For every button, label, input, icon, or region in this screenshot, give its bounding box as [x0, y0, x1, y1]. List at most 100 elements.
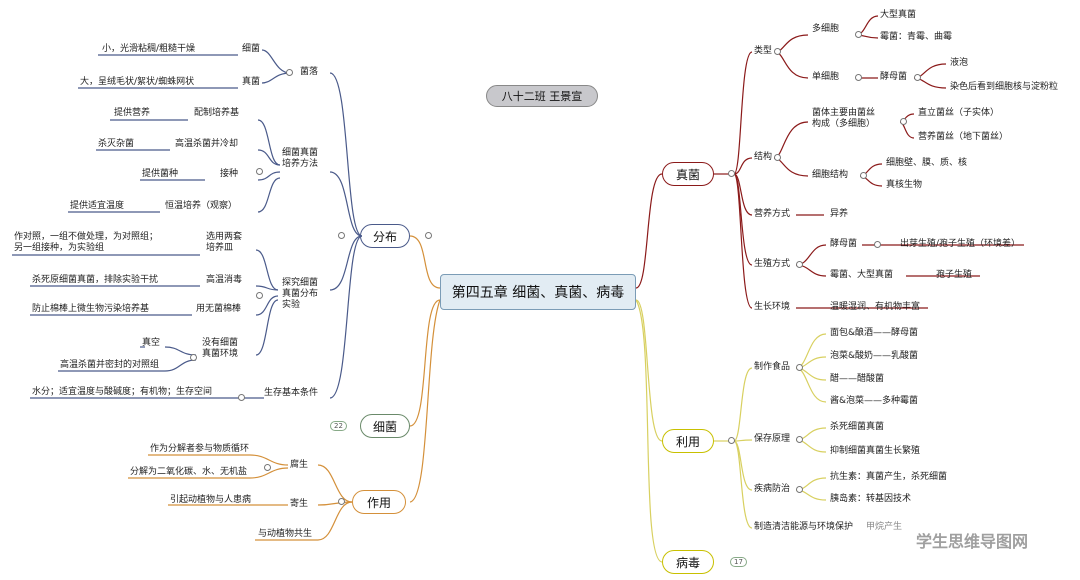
desc-tanjiu-s2: 杀死原细菌真菌，排除实验干扰: [32, 275, 159, 285]
node-liyong[interactable]: 利用: [662, 429, 714, 453]
node-peiyang-s2[interactable]: 高温杀菌并冷却: [175, 139, 239, 149]
desc-peiyang-s4: 提供适宜温度: [70, 201, 125, 211]
node-tanjiu-s2[interactable]: 高温消毒: [206, 275, 243, 285]
leaf-cu: 醋——醋酸菌: [830, 374, 885, 384]
collapse-leixing[interactable]: [774, 48, 781, 55]
leaf-wennuan: 温暖湿润、有机物丰富: [830, 302, 921, 312]
collapse-tanjiu-s4[interactable]: [190, 354, 197, 361]
collapse-shengzhi[interactable]: [796, 261, 803, 268]
collapse-jiegou[interactable]: [774, 154, 781, 161]
leaf-chuya: 出芽生殖/孢子生殖（环境差）: [900, 239, 1021, 249]
collapse-fenbu-r[interactable]: [425, 232, 432, 239]
node-bingdu[interactable]: 病毒: [662, 550, 714, 574]
leaf-yidaosu: 胰岛素：转基因技术: [830, 494, 912, 504]
node-junluo[interactable]: 菌落: [300, 67, 319, 77]
leaf-meijun: 霉菌：青霉、曲霉: [880, 32, 953, 42]
node-shengzhi-yeast[interactable]: 酵母菌: [830, 239, 858, 249]
leaf-yizhi: 抑制细菌真菌生长繁殖: [830, 446, 921, 456]
collapse-tanjiu[interactable]: [256, 292, 263, 299]
desc-fusheng-a: 作为分解者参与物质循环: [150, 444, 250, 454]
collapsed-count-badge[interactable]: 17: [730, 557, 747, 567]
leaf-xibaobi: 细胞壁、膜、质、核: [886, 158, 968, 168]
author-title: 八十二班 王景宣: [486, 85, 598, 107]
node-peiyang-s3[interactable]: 接种: [220, 169, 239, 179]
collapse-duoxibao[interactable]: [855, 31, 862, 38]
node-duoxibao[interactable]: 多细胞: [812, 24, 840, 34]
node-xibaojiegou[interactable]: 细胞结构: [812, 170, 849, 180]
node-zuoyong[interactable]: 作用: [352, 490, 406, 514]
leaf-daxing: 大型真菌: [880, 10, 917, 20]
node-junluo-xijun[interactable]: 细菌: [242, 44, 261, 54]
node-yingyang[interactable]: 营养方式: [754, 209, 791, 219]
node-tanjiu-s3[interactable]: 用无菌棉棒: [196, 304, 242, 314]
link-center-fenbu: [409, 235, 441, 289]
node-peiyang-s1[interactable]: 配制培养基: [194, 108, 240, 118]
collapse-danxibao[interactable]: [855, 74, 862, 81]
node-tanjiu[interactable]: 探究细菌 真菌分布 实验: [282, 278, 319, 310]
collapse-jiaomujun[interactable]: [914, 74, 921, 81]
desc-tanjiu-s4-b: 高温杀菌并密封的对照组: [60, 360, 160, 370]
desc-junluo-zhenjun: 大，呈绒毛状/絮状/蜘蛛网状: [80, 77, 195, 87]
leaf-paocai: 泡菜&酸奶——乳酸菌: [830, 351, 919, 361]
desc-peiyang-s3: 提供菌种: [142, 169, 179, 179]
desc-peiyang-s2: 杀灭杂菌: [98, 139, 135, 149]
leaf-zhenhe: 真核生物: [886, 180, 923, 190]
collapse-zuoyong[interactable]: [338, 498, 345, 505]
collapse-fusheng[interactable]: [264, 464, 271, 471]
collapse-zhenjun[interactable]: [728, 170, 735, 177]
collapse-xibaojiegou[interactable]: [860, 172, 867, 179]
leaf-zhili: 直立菌丝（子实体）: [918, 108, 1000, 118]
leaf-baozi: 孢子生殖: [936, 270, 973, 280]
node-jiaomujun[interactable]: 酵母菌: [880, 72, 908, 82]
desc-peiyang-s1: 提供营养: [114, 108, 151, 118]
node-tiaojian[interactable]: 生存基本条件: [264, 388, 319, 398]
node-huanjing[interactable]: 生长环境: [754, 302, 791, 312]
collapse-shipin[interactable]: [796, 364, 803, 371]
node-juntizhuyao[interactable]: 菌体主要由菌丝 构成（多细胞）: [812, 108, 876, 129]
node-tanjiu-s1[interactable]: 选用两套 培养皿: [206, 232, 243, 253]
node-shengzhi[interactable]: 生殖方式: [754, 259, 791, 269]
collapse-peiyang[interactable]: [256, 168, 263, 175]
desc-gongsheng: 与动植物共生: [258, 529, 313, 539]
watermark: 学生思维导图网: [916, 532, 1029, 551]
node-peiyang[interactable]: 细菌真菌 培养方法: [282, 148, 319, 169]
collapse-liyong[interactable]: [728, 437, 735, 444]
node-jibing[interactable]: 疾病防治: [754, 484, 791, 494]
collapse-tiaojian[interactable]: [238, 394, 245, 401]
node-tanjiu-s4[interactable]: 没有细菌 真菌环境: [202, 338, 239, 359]
node-jisheng[interactable]: 寄生: [290, 499, 309, 509]
leaf-ranse: 染色后看到细胞核与淀粉粒: [950, 82, 1059, 92]
node-jiegou[interactable]: 结构: [754, 152, 773, 162]
desc-tanjiu-s1: 作对照，一组不做处理，为对照组； 另一组接种，为实验组: [14, 232, 159, 253]
node-shipin[interactable]: 制作食品: [754, 362, 791, 372]
node-shengzhi-mold[interactable]: 霉菌、大型真菌: [830, 270, 894, 280]
leaf-jiawan: 甲烷产生: [866, 522, 903, 532]
node-leixing[interactable]: 类型: [754, 46, 773, 56]
collapse-junluo[interactable]: [286, 69, 293, 76]
collapse-fenbu[interactable]: [338, 232, 345, 239]
link-center-xijun: [409, 299, 441, 427]
leaf-shasi: 杀死细菌真菌: [830, 422, 885, 432]
node-xijun[interactable]: 细菌: [360, 414, 410, 438]
node-baocun[interactable]: 保存原理: [754, 434, 791, 444]
central-topic[interactable]: 第四五章 细菌、真菌、病毒: [440, 274, 636, 310]
collapse-juntizhuyao[interactable]: [900, 118, 907, 125]
collapse-shengzhi-yeast[interactable]: [874, 241, 881, 248]
node-peiyang-s4[interactable]: 恒温培养（观察）: [165, 201, 238, 211]
collapsed-count-badge[interactable]: 22: [330, 421, 347, 431]
leaf-mianbao: 面包&酿酒——酵母菌: [830, 328, 919, 338]
desc-fusheng-b: 分解为二氧化碳、水、无机盐: [130, 467, 248, 477]
node-danxibao[interactable]: 单细胞: [812, 72, 840, 82]
node-fenbu[interactable]: 分布: [360, 224, 410, 248]
node-fusheng[interactable]: 腐生: [290, 460, 309, 470]
node-qingjie[interactable]: 制造清洁能源与环境保护: [754, 522, 854, 532]
collapse-baocun[interactable]: [796, 436, 803, 443]
leaf-kangshengsu: 抗生素：真菌产生，杀死细菌: [830, 472, 948, 482]
desc-jisheng: 引起动植物与人患病: [170, 495, 252, 505]
collapse-jibing[interactable]: [796, 486, 803, 493]
desc-junluo-xijun: 小，光滑粘稠/粗糙干燥: [102, 44, 196, 54]
desc-tanjiu-s4-a: 真空: [142, 338, 161, 348]
node-zhenjun[interactable]: 真菌: [662, 162, 714, 186]
desc-tiaojian: 水分；适宜温度与酸碱度；有机物；生存空间: [32, 387, 213, 397]
node-junluo-zhenjun[interactable]: 真菌: [242, 77, 261, 87]
